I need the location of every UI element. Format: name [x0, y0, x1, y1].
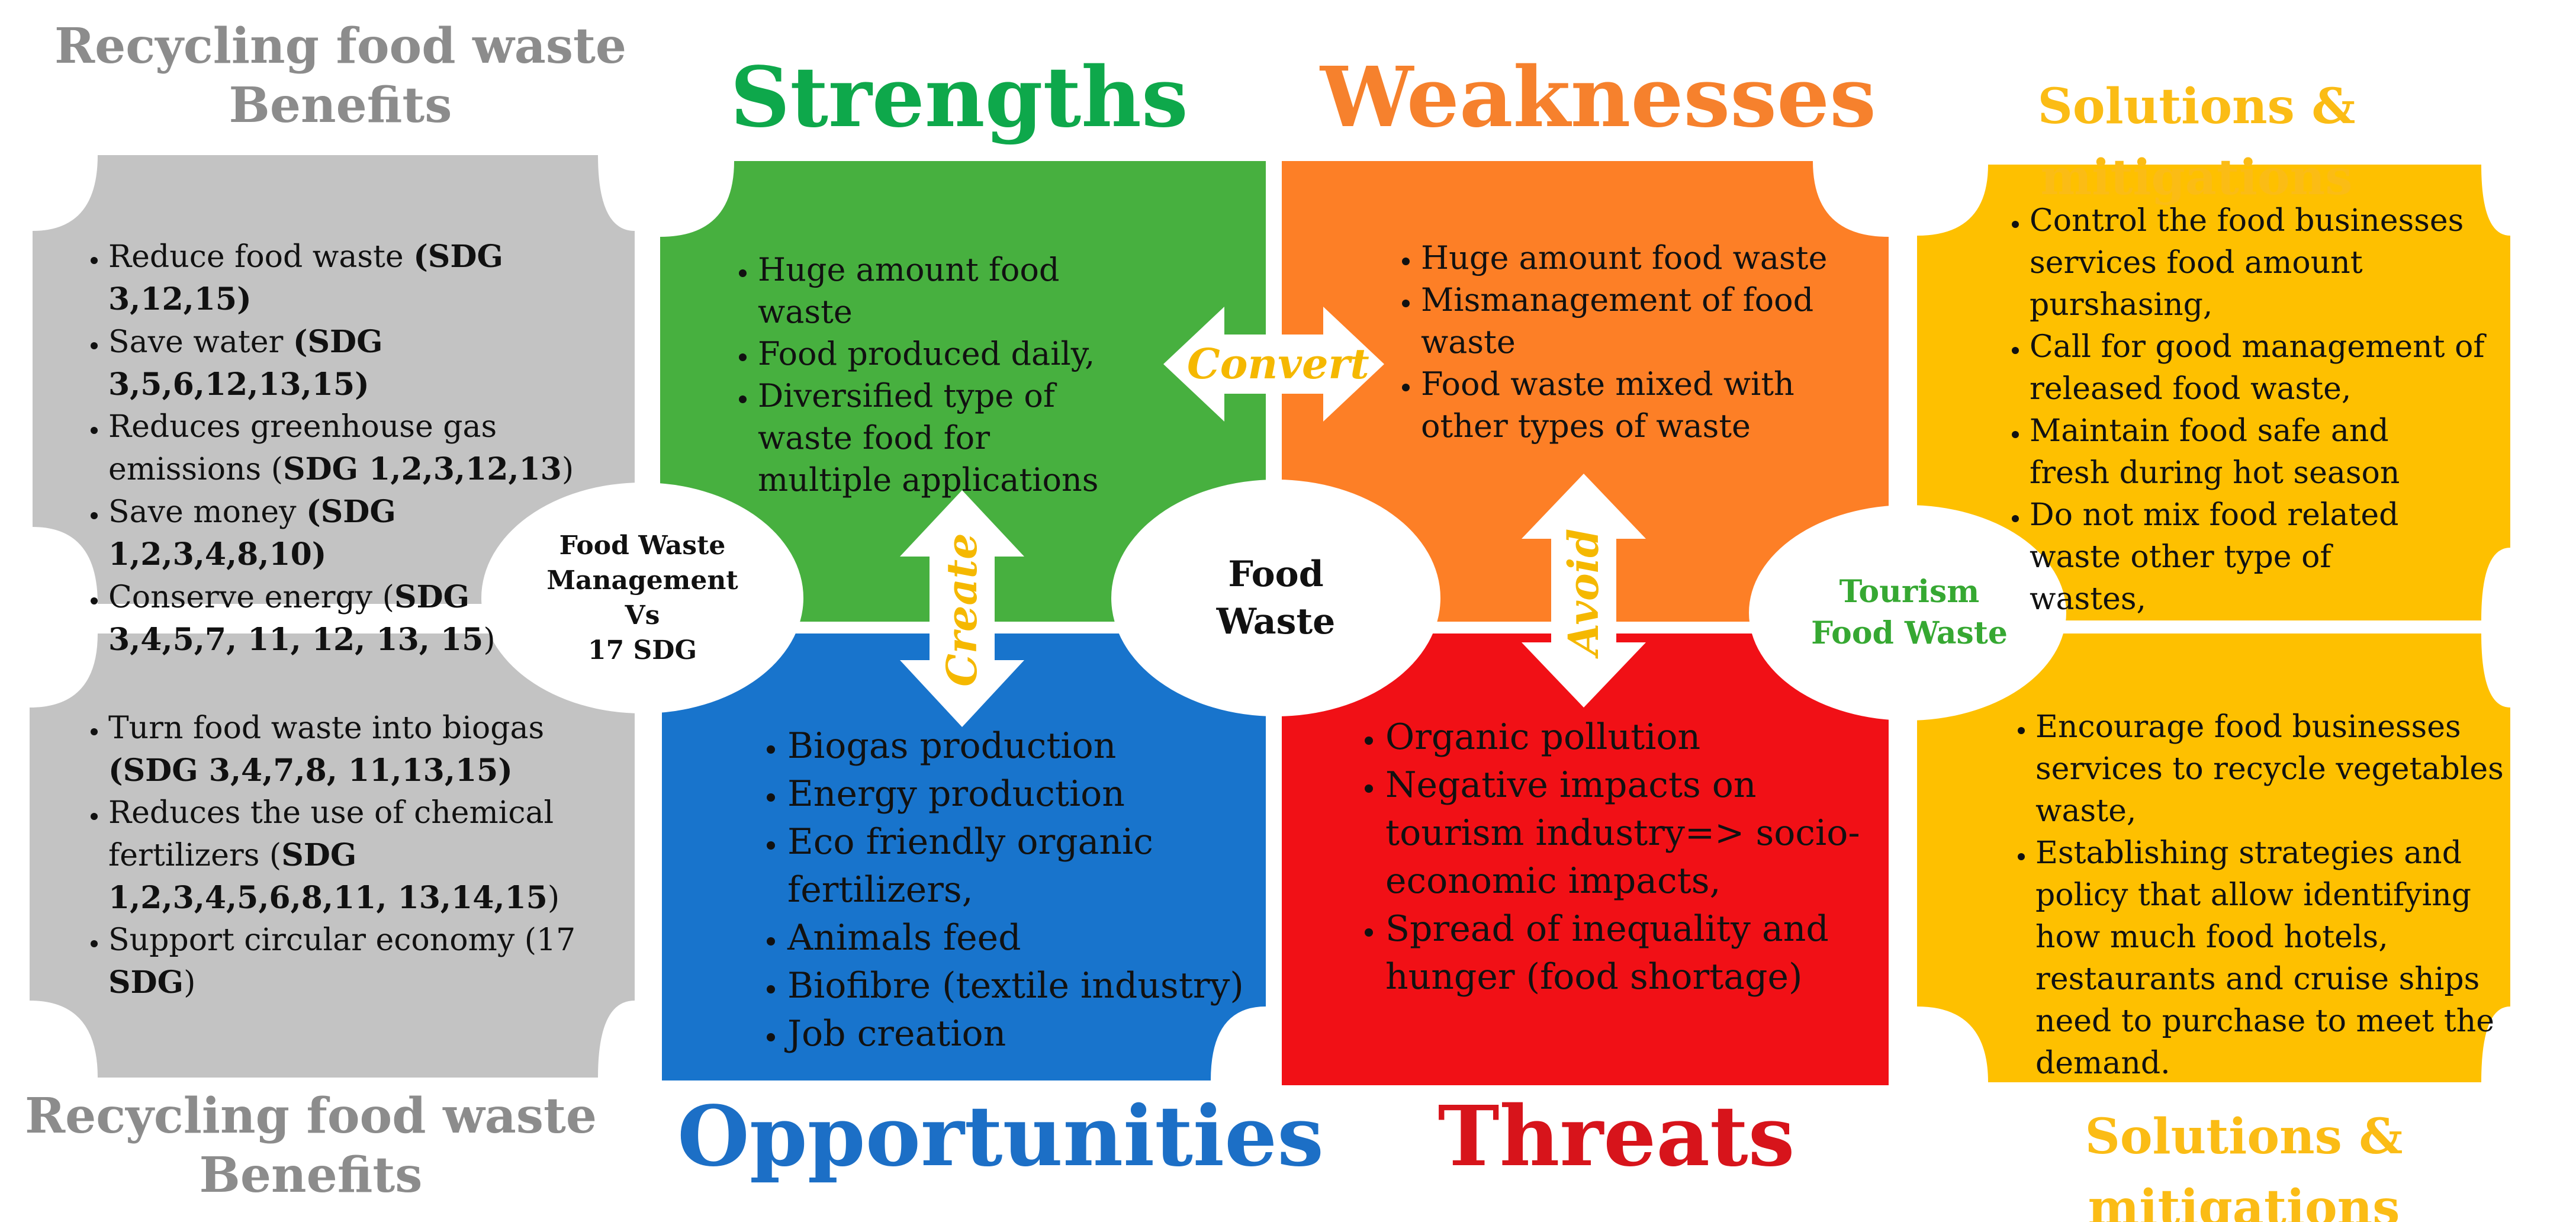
weaknesses-list: Huge amount food waste Mismanagement of …: [1338, 237, 1871, 447]
benefits-bottom-heading-line1: Recycling food waste: [24, 1088, 597, 1144]
list-item: Energy production: [787, 770, 1261, 818]
list-item: Mismanagement of food waste: [1421, 279, 1871, 363]
convert-arrow: [1163, 307, 1384, 422]
benefits-top-panel: [33, 155, 635, 604]
solutions-top-list: Control the food businesses services foo…: [1954, 200, 2546, 620]
weaknesses-heading: Weaknesses: [1320, 49, 1876, 146]
right-oval-line: Tourism: [1839, 574, 1980, 610]
create-label: Create: [937, 533, 986, 687]
strengths-heading: Strengths: [730, 49, 1188, 146]
avoid-arrow: [1522, 474, 1646, 708]
list-item: Establishing strategies and policy that …: [2035, 832, 2552, 1085]
solutions-bottom-heading: Solutions & mitigations: [2085, 1108, 2403, 1222]
left-oval-line: Vs: [625, 600, 660, 631]
list-item: Diversified type of waste food for multi…: [758, 375, 1131, 501]
solutions-bottom-list: Encourage food businesses services to re…: [1960, 706, 2552, 1085]
right-oval-label: Tourism Food Waste: [1800, 542, 2019, 684]
solutions-top-heading: Solutions & mitigations: [2037, 78, 2356, 206]
center-oval: [1111, 480, 1440, 716]
benefits-top-heading-line2: Benefits: [229, 77, 452, 134]
center-oval-label: Food Waste: [1160, 521, 1391, 675]
strengths-list: Huge amount food waste Food produced dai…: [681, 249, 1131, 501]
list-item: Do not mix food related waste other type…: [2030, 494, 2546, 620]
benefits-bottom-heading-line2: Benefits: [199, 1147, 423, 1204]
list-item: Food waste mixed with other types of was…: [1421, 363, 1871, 447]
benefits-top-list: Reduce food waste (SDG 3,12,15) Save wat…: [33, 236, 595, 661]
list-item: Control the food businesses services foo…: [2030, 200, 2546, 326]
list-item: Spread of inequality and hunger (food sh…: [1385, 905, 1877, 1001]
list-item: Save water (SDG 3,5,6,12,13,15): [108, 321, 595, 406]
list-item: Reduce food waste (SDG 3,12,15): [108, 236, 595, 321]
right-oval: [1749, 505, 2066, 721]
opportunities-panel: [662, 633, 1266, 1080]
list-item: Negative impacts on tourism industry=> s…: [1385, 761, 1877, 905]
list-item: Support circular economy (17 SDG): [108, 919, 595, 1004]
left-oval-line: 17 SDG: [587, 635, 697, 665]
left-oval-line: Management: [546, 565, 738, 596]
benefits-top-heading-line1: Recycling food waste: [54, 18, 627, 75]
center-oval-line: Waste: [1216, 601, 1336, 642]
list-item: Eco friendly organic fertilizers,: [787, 818, 1261, 914]
opportunities-heading: Opportunities: [677, 1088, 1324, 1185]
list-item: Huge amount food waste: [1421, 237, 1871, 279]
list-item: Conserve energy (SDG 3,4,5,7, 11, 12, 13…: [108, 576, 595, 661]
left-oval-label: Food Waste Management Vs 17 SDG: [515, 521, 770, 675]
list-item: Biofibre (textile industry): [787, 962, 1261, 1010]
list-item: Animals feed: [787, 914, 1261, 962]
threats-panel: [1282, 633, 1889, 1085]
list-item: Turn food waste into biogas (SDG 3,4,7,8…: [108, 708, 595, 792]
benefits-top-heading: Recycling food waste Benefits: [47, 17, 633, 135]
list-item: Call for good management of released foo…: [2030, 326, 2546, 410]
benefits-bottom-heading: Recycling food waste Benefits: [24, 1086, 598, 1205]
weaknesses-panel: [1282, 161, 1889, 622]
threats-list: Organic pollution Negative impacts on to…: [1303, 713, 1877, 1001]
benefits-bottom-list: Turn food waste into biogas (SDG 3,4,7,8…: [33, 708, 595, 1004]
list-item: Reduces the use of chemical fertilizers …: [108, 792, 595, 919]
list-item: Job creation: [787, 1010, 1261, 1058]
convert-label: Convert: [1187, 339, 1369, 388]
opportunities-list: Biogas production Energy production Eco …: [710, 722, 1261, 1058]
list-item: Maintain food safe and fresh during hot …: [2030, 410, 2546, 494]
solutions-top-panel: [1917, 165, 2510, 620]
left-oval: [481, 483, 803, 713]
create-arrow: [900, 490, 1024, 727]
center-oval-line: Food: [1228, 554, 1324, 595]
threats-heading: Threats: [1437, 1088, 1795, 1185]
list-item: Organic pollution: [1385, 713, 1877, 761]
strengths-panel: [660, 161, 1266, 622]
avoid-label: Avoid: [1559, 528, 1608, 656]
list-item: Encourage food businesses services to re…: [2035, 706, 2552, 832]
list-item: Food produced daily,: [758, 333, 1131, 375]
benefits-bottom-panel: [30, 633, 635, 1078]
list-item: Reduces greenhouse gas emissions (SDG 1,…: [108, 406, 595, 491]
left-oval-line: Food Waste: [559, 530, 726, 561]
solutions-bottom-panel: [1917, 633, 2510, 1082]
list-item: Biogas production: [787, 722, 1261, 770]
list-item: Huge amount food waste: [758, 249, 1131, 333]
list-item: Save money (SDG 1,2,3,4,8,10): [108, 491, 595, 576]
right-oval-line: Food Waste: [1811, 615, 2008, 651]
